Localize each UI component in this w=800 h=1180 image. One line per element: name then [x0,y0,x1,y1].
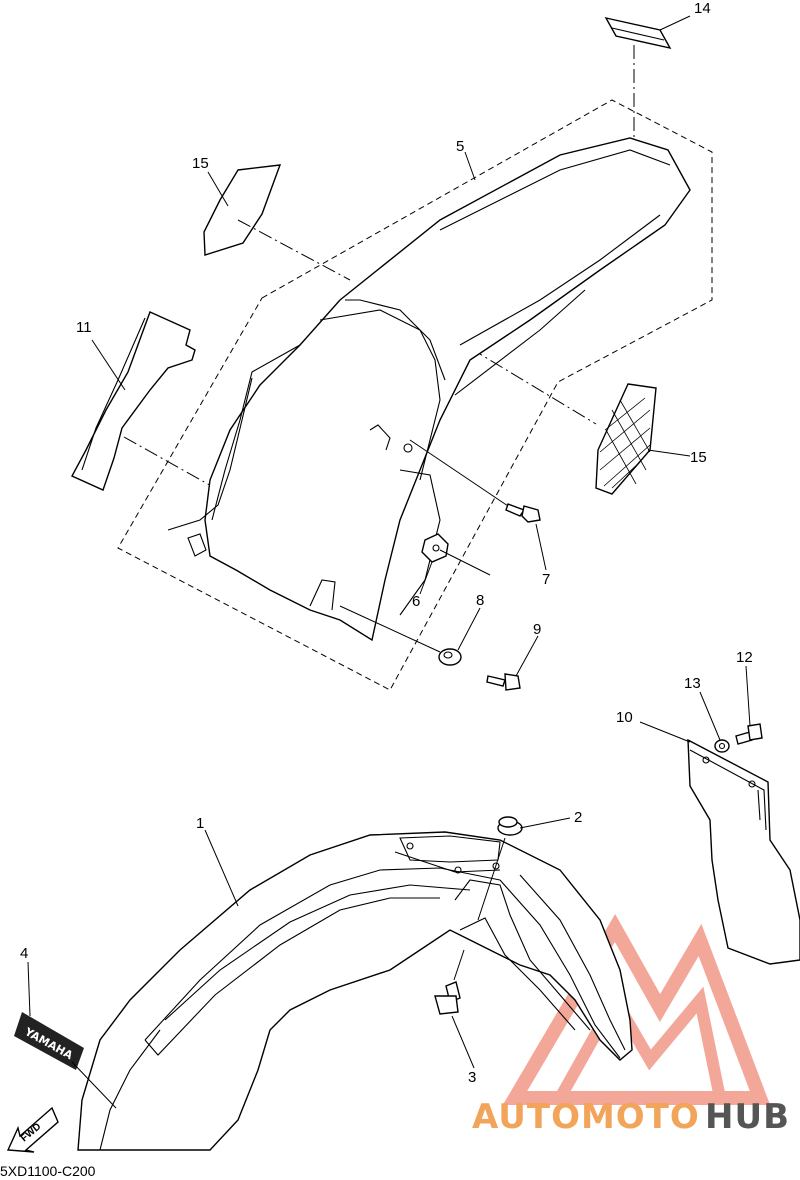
leader-13 [699,691,721,741]
callout-10: 10 [616,709,633,726]
callout-8: 8 [476,592,484,609]
part-8-collar [438,648,462,666]
leader-5 [464,151,476,181]
part-4-yamaha-decal: YAMAHA [14,1012,84,1070]
part-9-bolt [339,605,521,691]
leader-8 [457,607,481,651]
leader-3 [451,1015,475,1069]
fwd-direction-arrow-icon: FWD [6,1106,59,1153]
callout-13: 13 [684,675,701,692]
leader-10 [639,721,691,743]
leader-14 [659,15,691,31]
leader-4b [71,1061,117,1109]
callout-11: 11 [76,319,92,336]
leader-15b [647,449,691,457]
leader-12 [745,665,751,727]
leader-11 [91,339,126,391]
part-15-decal-left [203,164,351,281]
callout-3: 3 [468,1069,476,1086]
leader-4 [27,961,31,1017]
part-1-front-fender [77,831,633,1151]
leader-15a [207,171,229,207]
part-6-nut [421,533,491,576]
part-13-washer [714,739,730,753]
part-2-grommet [477,816,523,921]
watermark-text-secondary: HUB [705,1097,790,1137]
leader-7 [535,523,547,571]
callout-7: 7 [542,571,550,588]
leader-1 [204,829,239,907]
callout-9: 9 [533,621,541,638]
part-11-side-cover [71,311,216,491]
part-5-rear-fender [167,137,691,642]
callout-6: 6 [412,593,420,610]
callout-1: 1 [196,815,204,832]
leader-9 [515,635,539,677]
callout-4: 4 [20,945,28,962]
callout-12: 12 [736,649,753,666]
callout-15-right: 15 [690,449,707,466]
rear-fender-assembly-outline [117,99,713,691]
callout-5: 5 [456,138,464,155]
callout-15-left: 15 [192,155,209,172]
watermark-text-primary: AUTOMOTO [472,1097,700,1137]
callout-14: 14 [694,0,711,17]
leader-6 [419,561,433,595]
part-3-bolt [434,949,465,1015]
part-12-bolt [735,723,763,745]
callout-2: 2 [574,809,582,826]
part-10-mud-flap [687,738,800,965]
part-15-decal-right [469,347,657,495]
diagram-code: 5XD1100-C200 [0,1163,96,1179]
part-7-bolt [409,439,541,523]
leader-2 [519,817,571,829]
